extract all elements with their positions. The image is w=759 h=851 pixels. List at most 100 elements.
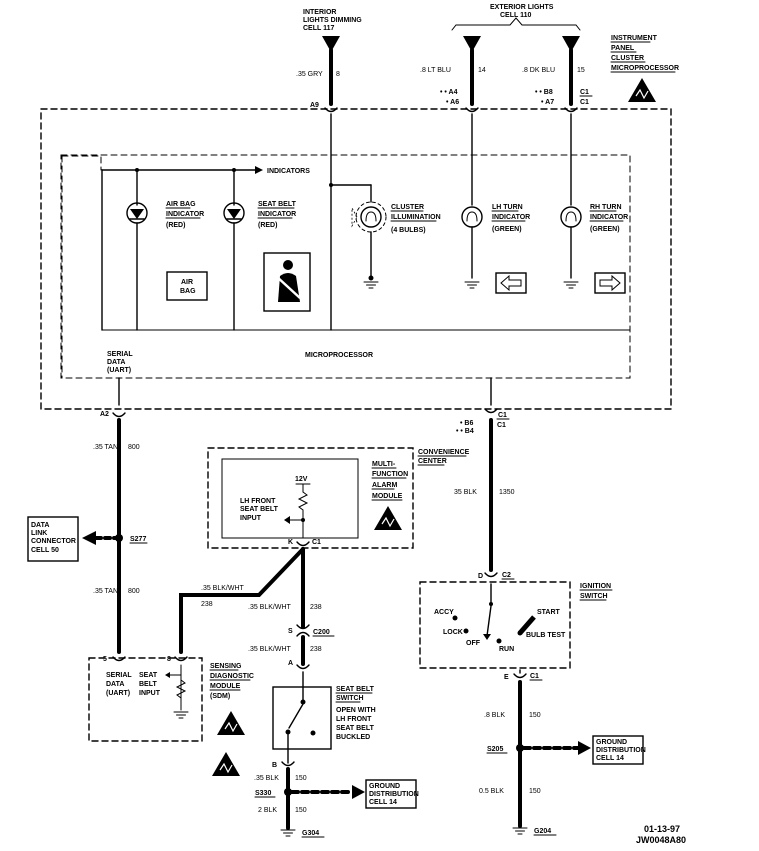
sensing-diagnostic-module: 5 8 SERIAL DATA (UART) SEAT BELT INPUT S…: [88, 656, 254, 777]
cluster-label-1: CLUSTER: [391, 204, 424, 211]
start-contact-icon: [518, 615, 536, 635]
ground-icon: [464, 281, 480, 289]
sdm-label-1: SENSING: [210, 663, 242, 670]
mfam-label-4: MODULE: [372, 493, 403, 500]
gd2-label-1: GROUND: [596, 739, 627, 746]
circuit-number-label: 14: [478, 67, 486, 74]
cluster-label-2: ILLUMINATION: [391, 214, 441, 221]
diagram-code: JW0048A80: [636, 835, 686, 845]
seatbelt-label-1: SEAT BELT: [258, 201, 297, 208]
arrow-down-icon: [463, 36, 481, 52]
sbsw-open-3: SEAT BELT: [336, 725, 375, 732]
ground-label: G304: [302, 830, 319, 837]
arrow-left-icon: [284, 516, 290, 524]
exterior-label-1: EXTERIOR LIGHTS: [490, 4, 554, 11]
sbsw-open-1: OPEN WITH: [336, 707, 376, 714]
seatbelt-indicator: SEAT BELT INDICATOR (RED): [223, 169, 311, 331]
rhturn-label-2: INDICATOR: [590, 214, 628, 221]
dlc-box: [27, 516, 79, 562]
rhturn-label-3: (GREEN): [590, 226, 620, 233]
circuit-number-label: 8: [336, 71, 340, 78]
circuit-number-label: 150: [529, 788, 541, 795]
wire-gauge-label: 35 BLK: [454, 489, 477, 496]
indicators-label: INDICATORS: [267, 168, 310, 175]
wire-gauge-label: .8 LT BLU: [420, 67, 451, 74]
airbag-box-text-1: AIR: [181, 279, 193, 286]
ground-icon: [563, 281, 579, 289]
ipc-label-2: PANEL: [611, 45, 635, 52]
circuit-number-label: 800: [128, 588, 140, 595]
airbag-symbol-box: [166, 271, 208, 301]
indicators-bus: INDICATORS: [101, 166, 631, 331]
resistor-icon: [175, 679, 187, 699]
pin-label: B: [272, 762, 277, 769]
ground-icon: [363, 281, 379, 289]
sdm-belt-2: BELT: [139, 681, 157, 688]
pin-label: K: [288, 539, 293, 546]
serial-data-circuit: SERIAL DATA (UART) A2 .35 TAN 800 .35 TA…: [27, 351, 148, 654]
arrow-right-icon: [578, 741, 591, 755]
ign-lock: LOCK: [443, 629, 463, 636]
ground-dist-box: [365, 779, 417, 809]
pin-label: S: [288, 628, 293, 635]
arrow-right-icon: [255, 166, 263, 174]
sdm-serial-2: DATA: [106, 681, 124, 688]
ignition-switch-box: [419, 581, 571, 669]
wire-gauge-label: .35 BLK/WHT: [248, 604, 292, 611]
ipc-label: INSTRUMENT PANEL CLUSTER MICROPROCESSOR: [610, 35, 679, 103]
serial-label-1: SERIAL: [107, 351, 133, 358]
diagram-date: 01-13-97: [644, 824, 680, 834]
ign-label-1: IGNITION: [580, 583, 611, 590]
connector-label: C1: [312, 539, 321, 546]
lhturn-label-2: INDICATOR: [492, 214, 530, 221]
mfam-input-2: SEAT BELT: [240, 506, 279, 513]
gd2-label-2: DISTRIBUTION: [596, 747, 646, 754]
sdm-serial-3: (UART): [106, 690, 130, 697]
serial-label-3: (UART): [107, 367, 131, 374]
wire-gauge-label: 2 BLK: [258, 807, 277, 814]
circuit-number-label: 150: [295, 807, 307, 814]
left-arrow-icon: [495, 272, 527, 294]
airbag-indicator: AIR BAG INDICATOR (RED) AIR BAG: [126, 169, 208, 331]
arrow-right-icon: [352, 785, 365, 799]
airbag-label-1: AIR BAG: [166, 201, 196, 208]
instrument-cluster-box: [40, 108, 672, 410]
rh-turn-indicator: RH TURN INDICATOR (GREEN): [560, 204, 628, 294]
mfam-label-2: FUNCTION: [372, 471, 408, 478]
ipc-label-4: MICROPROCESSOR: [611, 65, 679, 72]
voltage-label: 12V: [295, 476, 308, 483]
cluster-label-3: (4 BULBS): [391, 227, 426, 234]
wire-gauge-label: .35 TAN: [93, 588, 118, 595]
seatbelt-switch: SEAT BELT SWITCH OPEN WITH LH FRONT SEAT…: [254, 671, 419, 838]
mfam-label-3: ALARM: [372, 482, 397, 489]
wire-gauge-label: .35 BLK: [254, 775, 279, 782]
mfam-label-1: MULTI-: [372, 461, 396, 468]
ground-label: G204: [534, 828, 551, 835]
microprocessor-label: MICROPROCESSOR: [305, 352, 373, 359]
gd1-label-2: DISTRIBUTION: [369, 791, 419, 798]
dlc-label-1: DATA: [31, 522, 49, 529]
seatbelt-label-3: (RED): [258, 222, 277, 229]
ign-run: RUN: [499, 646, 514, 653]
ipc-label-3: CLUSTER: [611, 55, 644, 62]
alarm-module-box: [221, 458, 359, 539]
dlc-label-2: LINK: [31, 530, 47, 537]
right-arrow-icon: [594, 272, 626, 294]
dlc-label-4: CELL 50: [31, 547, 59, 554]
gd2-label-3: CELL 14: [596, 755, 624, 762]
ground-icon: [173, 711, 189, 719]
exterior-lights-feed: EXTERIOR LIGHTS CELL 110 .8 LT BLU 14 .8…: [420, 4, 593, 206]
resistor-icon: [297, 491, 309, 511]
ignition-switch: D C2 IGNITION SWITCH ACCY LOCK OFF RUN S…: [419, 572, 646, 836]
interior-label-3: CELL 117: [303, 25, 334, 32]
arrow-down-icon: [322, 36, 340, 52]
seatbelt-switch-box: [272, 686, 332, 750]
pin-label: • • A4: [440, 89, 458, 96]
sbsw-label-1: SEAT BELT: [336, 686, 375, 693]
pin-label: D: [478, 573, 483, 580]
sdm-belt-3: INPUT: [139, 690, 161, 697]
circuit-number-label: 150: [295, 775, 307, 782]
wire-gauge-label: .35 GRY: [296, 71, 323, 78]
convenience-center-box: [207, 447, 414, 549]
serial-label-2: DATA: [107, 359, 125, 366]
